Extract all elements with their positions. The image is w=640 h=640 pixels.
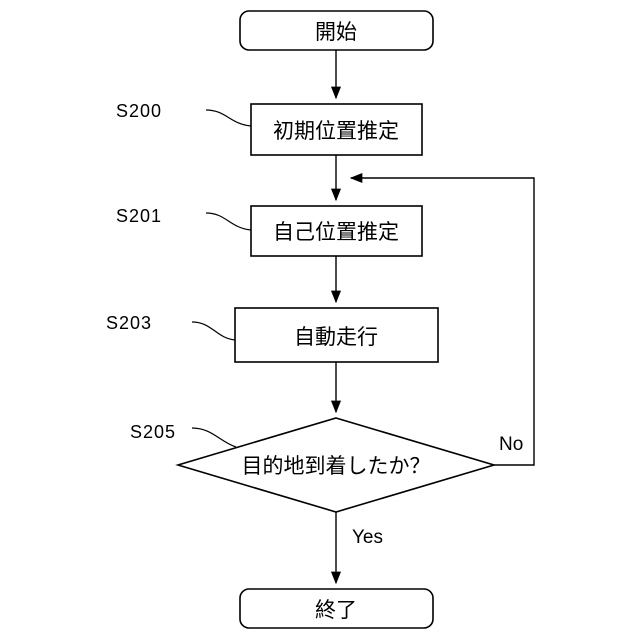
process-s201: 自己位置推定 xyxy=(251,206,422,256)
process-s203: 自動走行 xyxy=(235,308,438,362)
start-terminal: 開始 xyxy=(240,11,433,50)
process-s203-text: 自動走行 xyxy=(294,325,378,349)
step-label-s201: S201 xyxy=(116,206,162,226)
leader-s200 xyxy=(206,110,251,126)
decision-s205: 目的地到着したか？ xyxy=(178,418,494,512)
step-label-s205: S205 xyxy=(130,422,176,442)
end-terminal-text: 終了 xyxy=(315,598,357,622)
leader-s205 xyxy=(192,428,236,447)
step-label-s203: S203 xyxy=(106,313,152,333)
process-s200-text: 初期位置推定 xyxy=(273,119,399,143)
process-s201-text: 自己位置推定 xyxy=(273,220,399,244)
leader-s203 xyxy=(192,322,235,340)
edge-label-no: No xyxy=(499,434,523,455)
step-label-s200: S200 xyxy=(116,101,162,121)
start-terminal-text: 開始 xyxy=(315,20,357,44)
edge-label-yes: Yes xyxy=(352,527,383,548)
leader-s201 xyxy=(206,213,251,230)
end-terminal: 終了 xyxy=(240,589,433,628)
process-s200: 初期位置推定 xyxy=(251,104,422,155)
decision-s205-text: 目的地到着したか？ xyxy=(242,454,431,478)
